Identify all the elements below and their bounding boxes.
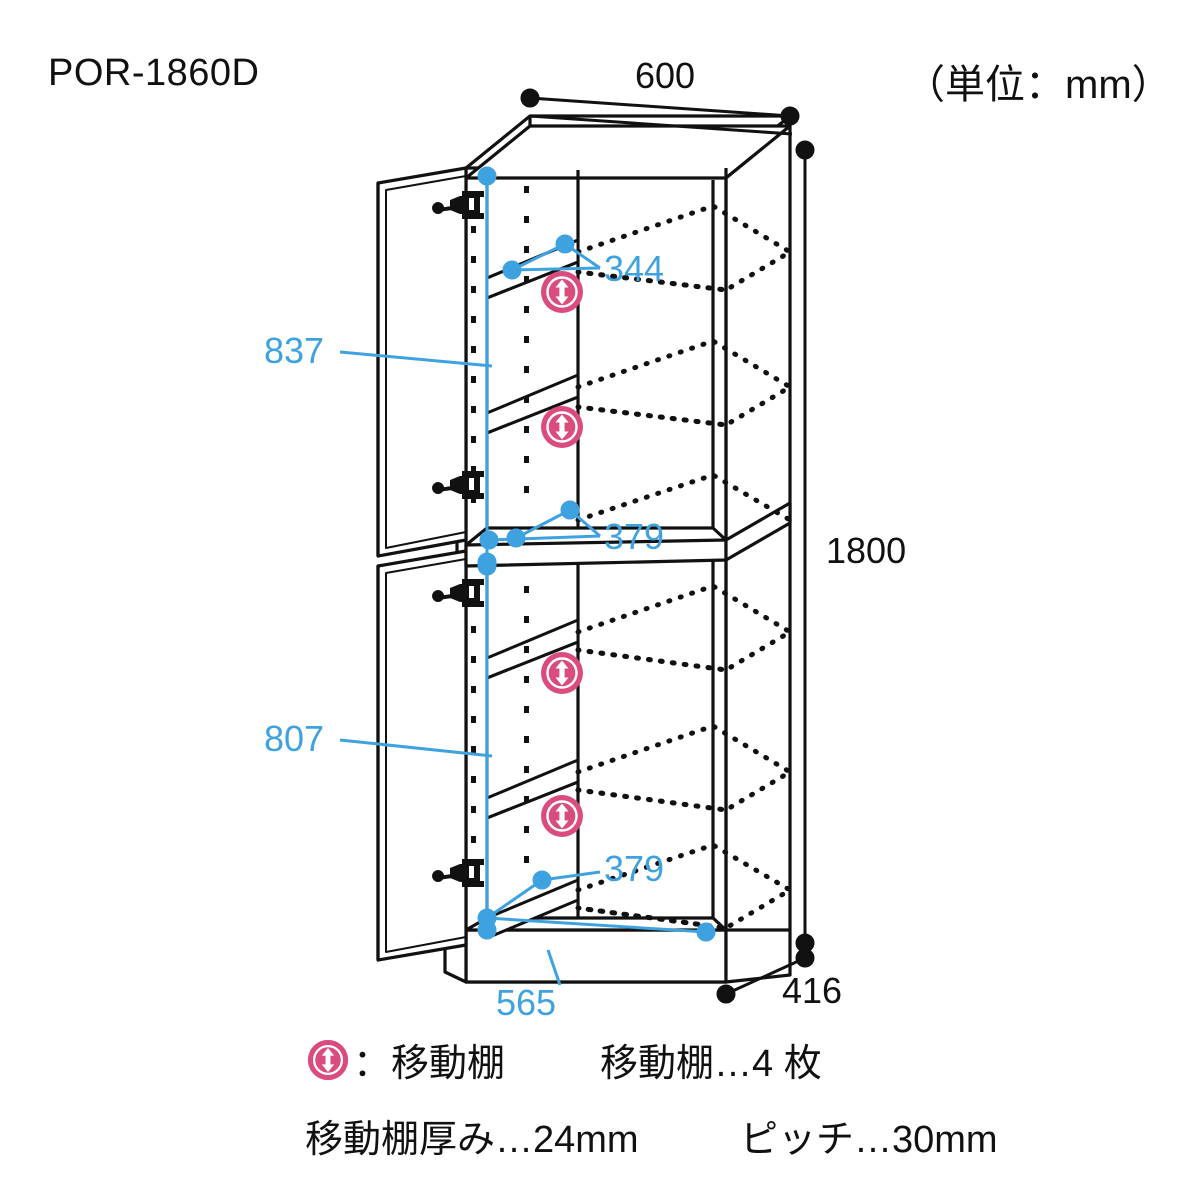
adjustable-shelf [485, 373, 580, 435]
legend-pitch: ピッチ…30mm [740, 1108, 998, 1163]
dimension-height-overall: 1800 [826, 530, 907, 571]
dimension-depth-overall: 416 [782, 970, 843, 1011]
legend-shelf-thickness: 移動棚厚み…24mm [305, 1108, 639, 1163]
dimension-lower-bottom-depth: 379 [604, 848, 665, 889]
dimension-lines-blue [339, 166, 716, 986]
shelf-peg-holes-back [524, 186, 529, 863]
legend-row-shelf: ：移動棚 [305, 1032, 505, 1087]
dimension-lines-black [520, 88, 815, 1004]
carcase-front-frame [464, 178, 728, 984]
shelf-peg-holes-front [471, 196, 476, 873]
legend-shelf-count-label: 移動棚…4 枚 [600, 1043, 822, 1085]
door-upper-open [376, 166, 468, 558]
dimension-upper-shelf-depth: 344 [604, 248, 665, 289]
legend-pitch-label: ピッチ…30mm [740, 1119, 998, 1161]
dimension-base-width: 565 [496, 982, 557, 1023]
adjustable-shelf [485, 618, 580, 680]
dimension-width-overall: 600 [635, 55, 696, 96]
hidden-shelf-outlines [575, 203, 795, 931]
legend-shelf-thickness-label: 移動棚厚み…24mm [305, 1119, 639, 1161]
legend-shelf-count: 移動棚…4 枚 [600, 1032, 822, 1087]
legend-marker-label: ：移動棚 [353, 1043, 506, 1085]
fixed-middle-shelf [464, 501, 792, 568]
adjustable-shelf [485, 758, 580, 820]
unit-note: （単位：mm） [905, 63, 1172, 107]
dimension-upper-inner-height: 837 [264, 330, 325, 371]
dimension-upper-bottom-depth: 379 [604, 516, 665, 557]
dimension-lower-inner-height: 807 [264, 718, 325, 759]
up-down-arrow-icon [307, 1039, 349, 1080]
door-lower-open [376, 549, 468, 962]
page-title: POR-1860D [48, 52, 260, 94]
